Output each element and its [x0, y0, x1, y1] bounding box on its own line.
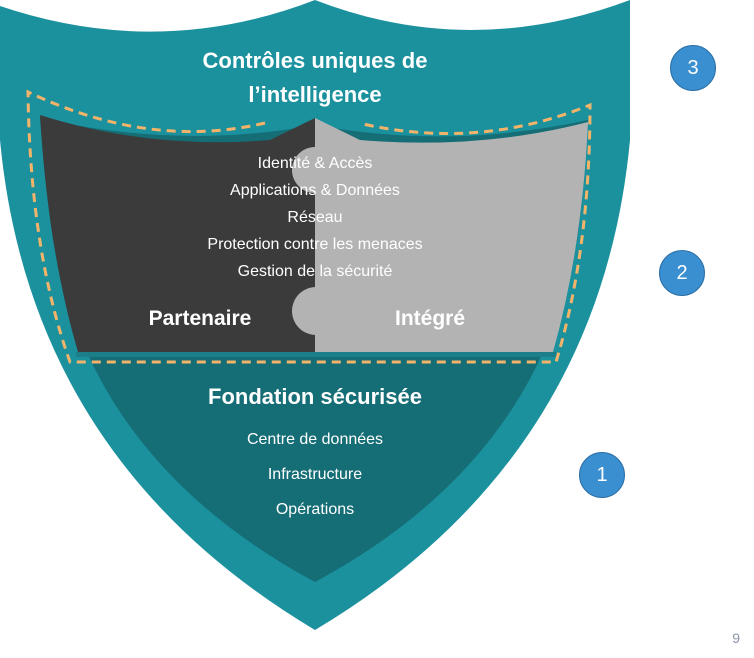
intelligence-controls-title: Contrôles uniques de l’intelligence [115, 44, 515, 112]
foundation-item: Infrastructure [267, 466, 363, 483]
control-item: Protection contre les menaces [207, 236, 423, 253]
foundation-item: Opérations [275, 501, 355, 518]
controls-list: Identité & Accès Applications & Données … [115, 150, 515, 285]
partner-label: Partenaire [148, 307, 252, 330]
foundation-list: Centre de données Infrastructure Opérati… [115, 422, 515, 527]
partner-panel [40, 115, 315, 352]
control-item: Applications & Données [230, 182, 400, 199]
foundation-title: Fondation sécurisée [208, 384, 422, 409]
badge-2: 2 [659, 250, 705, 296]
control-item: Gestion de la sécurité [237, 263, 393, 280]
badge-1: 1 [579, 452, 625, 498]
intelligence-dashed-border [26, 89, 592, 364]
control-item: Réseau [287, 209, 343, 226]
integrated-label: Intégré [394, 307, 465, 330]
foundation-item: Centre de données [246, 431, 384, 448]
title-line-1: Contrôles uniques de [202, 48, 428, 73]
badge-3: 3 [670, 45, 716, 91]
control-item: Identité & Accès [257, 155, 373, 172]
page-number: 9 [732, 630, 740, 646]
title-line-2: l’intelligence [248, 82, 382, 107]
integrated-panel [315, 118, 588, 352]
